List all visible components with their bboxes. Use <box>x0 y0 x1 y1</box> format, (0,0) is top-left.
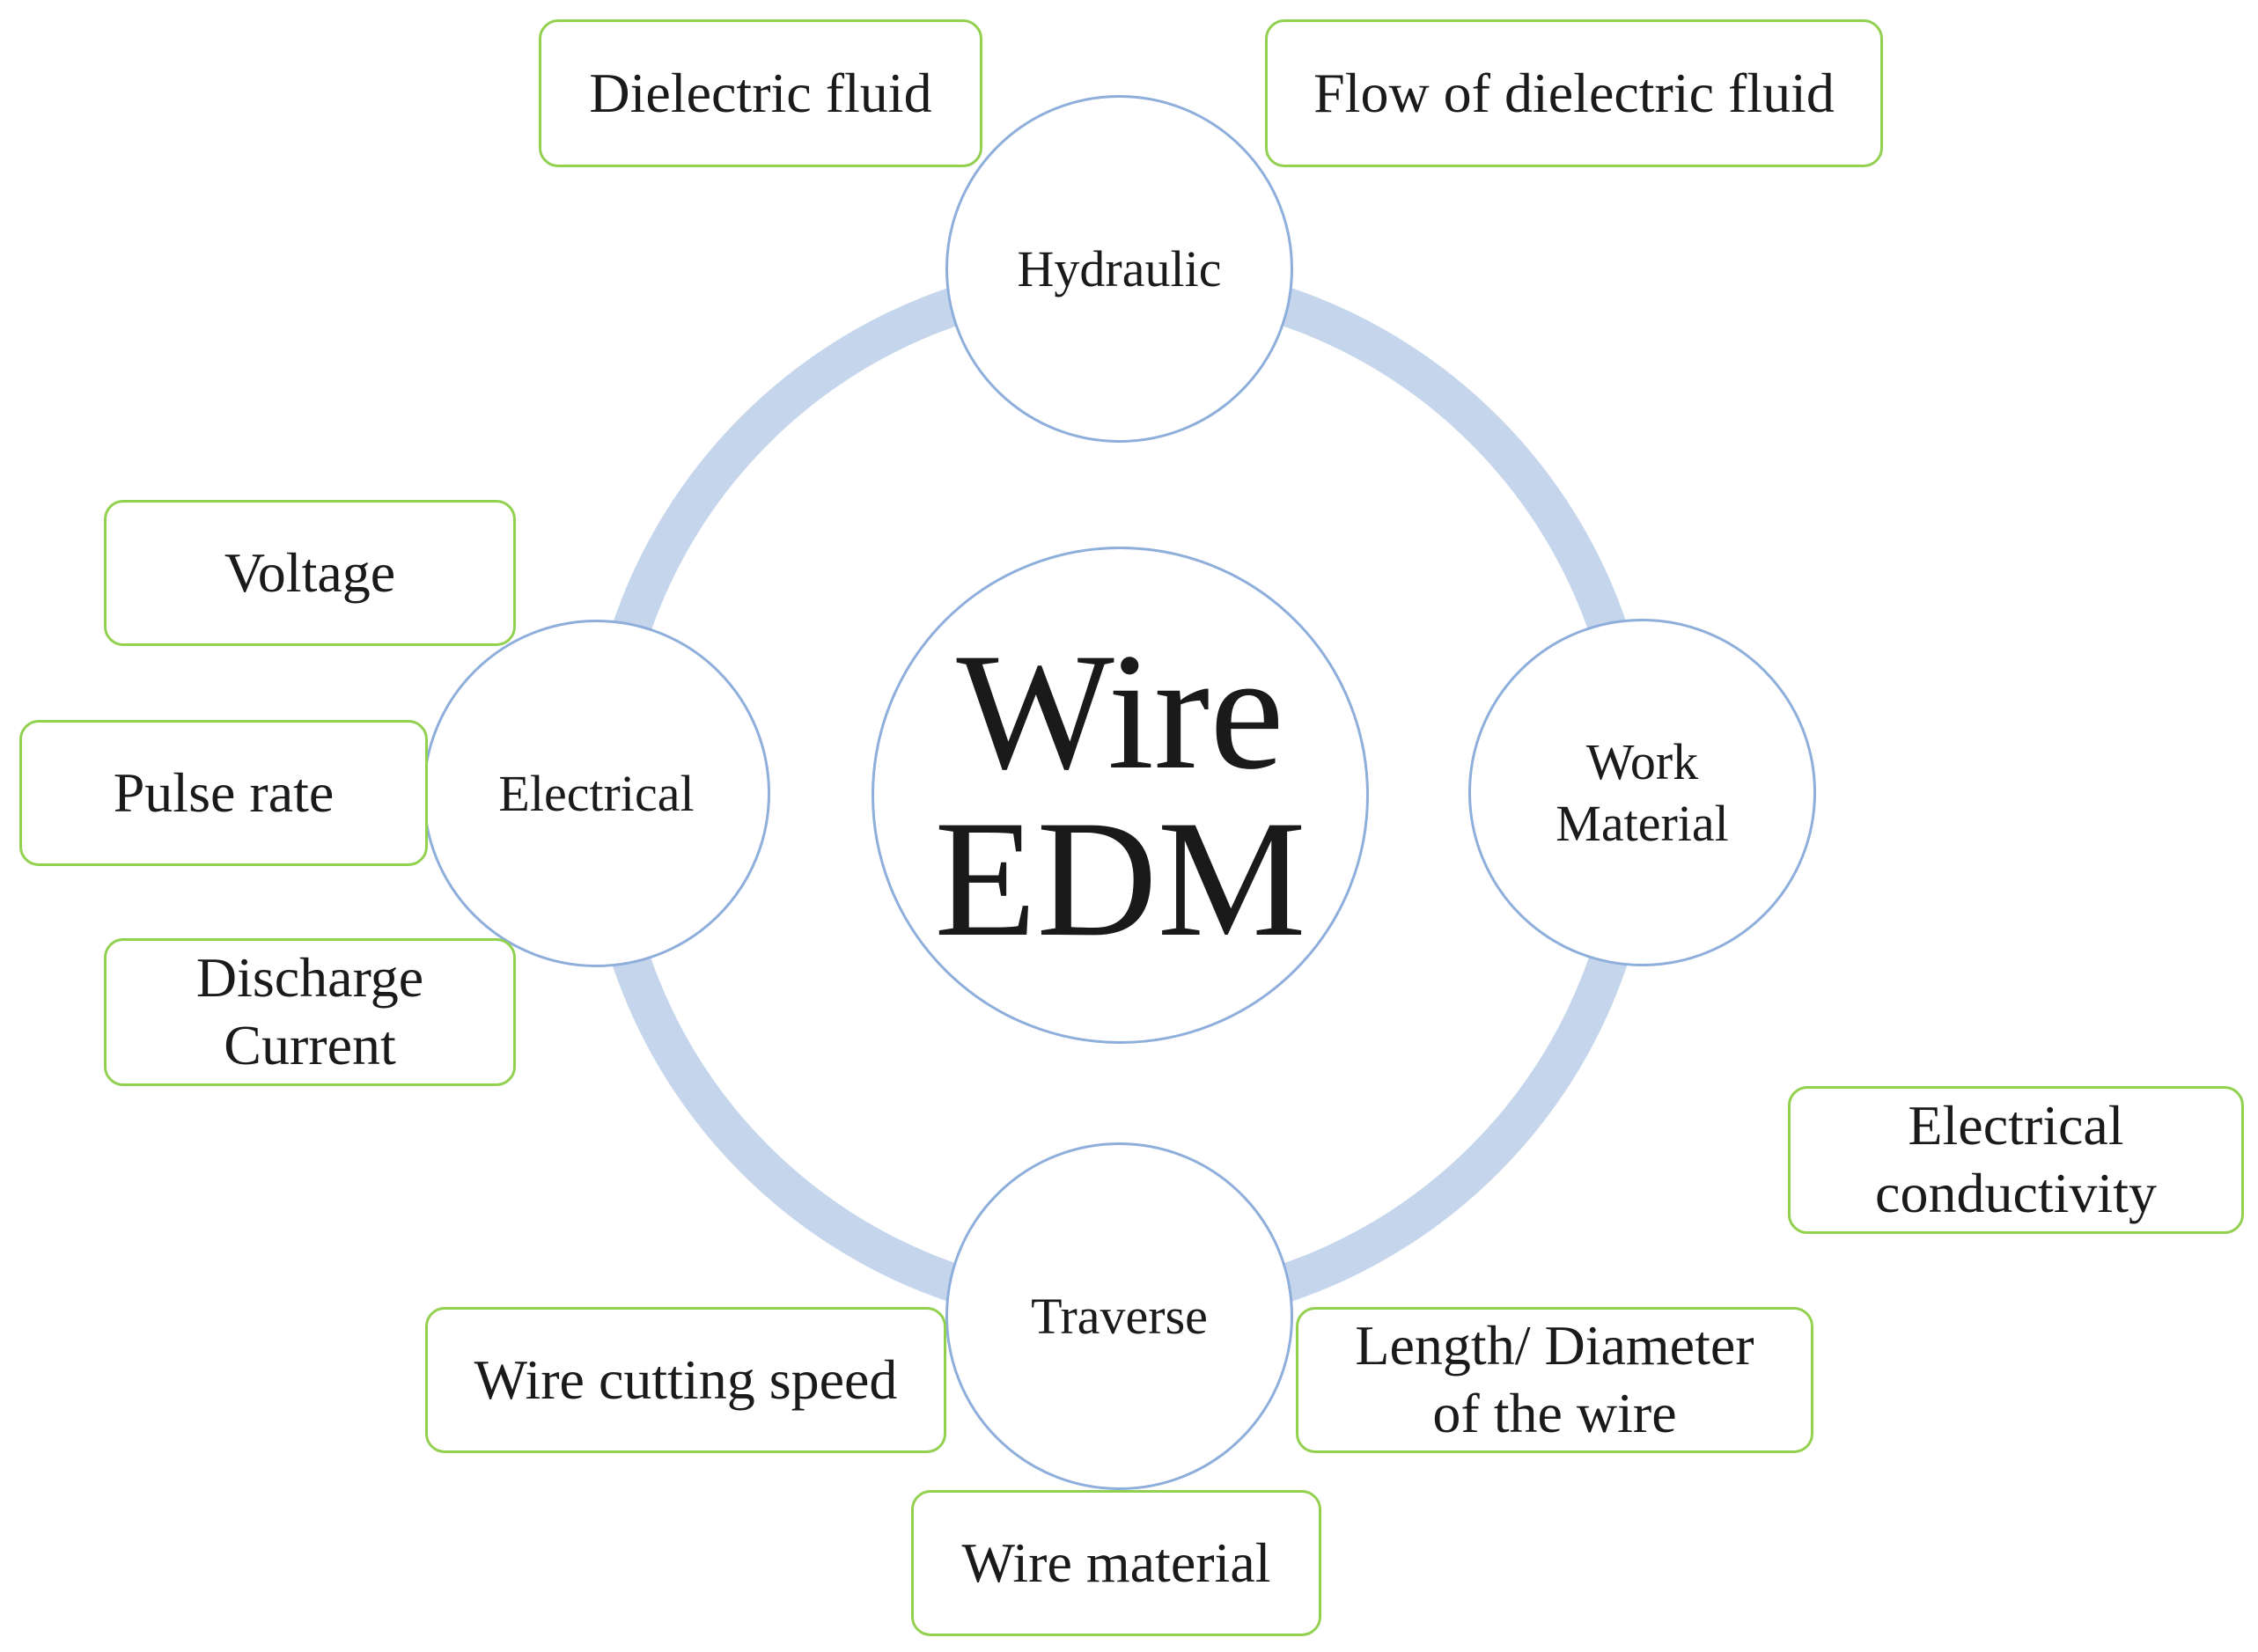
node-work-material: Work Material <box>1468 619 1816 966</box>
node-traverse-label: Traverse <box>1031 1287 1208 1345</box>
box-dielectric-fluid: Dielectric fluid <box>539 19 982 167</box>
node-work-material-label: Work Material <box>1556 732 1729 852</box>
box-flow-of-dielectric-fluid-label: Flow of dielectric fluid <box>1313 61 1835 124</box>
box-wire-material-label: Wire material <box>961 1531 1271 1594</box>
box-length-diameter-label: Length/ Diameter of the wire <box>1355 1314 1754 1444</box>
box-pulse-rate: Pulse rate <box>19 720 428 866</box>
box-flow-of-dielectric-fluid: Flow of dielectric fluid <box>1265 19 1883 167</box>
box-wire-material: Wire material <box>911 1490 1321 1636</box>
box-dielectric-fluid-label: Dielectric fluid <box>589 61 932 124</box>
node-electrical-label: Electrical <box>498 764 695 822</box>
center-circle-wire-edm: Wire EDM <box>872 547 1369 1044</box>
box-electrical-conductivity: Electrical conductivity <box>1788 1086 2244 1234</box>
box-length-diameter: Length/ Diameter of the wire <box>1296 1307 1813 1453</box>
box-voltage-label: Voltage <box>224 540 396 604</box>
box-discharge-current: Discharge Current <box>104 938 516 1086</box>
box-electrical-conductivity-label: Electrical conductivity <box>1875 1094 2157 1224</box>
node-hydraulic-label: Hydraulic <box>1017 239 1222 297</box>
node-traverse: Traverse <box>945 1142 1293 1490</box>
box-wire-cutting-speed: Wire cutting speed <box>425 1307 946 1453</box>
box-voltage: Voltage <box>104 500 516 646</box>
box-pulse-rate-label: Pulse rate <box>113 760 335 824</box>
box-discharge-current-label: Discharge Current <box>195 946 424 1076</box>
box-wire-cutting-speed-label: Wire cutting speed <box>474 1347 898 1411</box>
node-electrical: Electrical <box>423 620 770 967</box>
center-label: Wire EDM <box>934 619 1306 972</box>
node-hydraulic: Hydraulic <box>945 95 1293 443</box>
